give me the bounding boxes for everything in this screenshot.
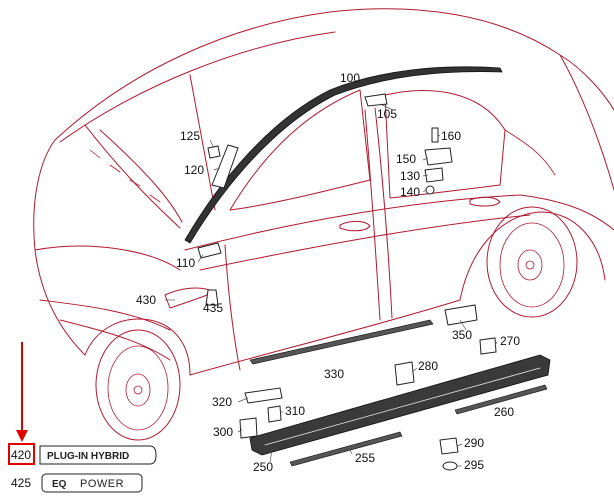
callout-140[interactable]: 140 — [400, 185, 420, 199]
callout-330[interactable]: 330 — [324, 367, 344, 381]
callout-270[interactable]: 270 — [500, 334, 520, 348]
badge-eq-text: EQ — [52, 479, 67, 490]
part-105-clip[interactable] — [364, 93, 388, 107]
part-350-bracket[interactable] — [444, 304, 478, 326]
part-295-washer[interactable] — [442, 461, 458, 471]
callout-130[interactable]: 130 — [400, 169, 420, 183]
callout-105[interactable]: 105 — [377, 107, 397, 121]
part-130-clip[interactable] — [424, 167, 444, 183]
callout-280[interactable]: 280 — [418, 359, 438, 373]
callout-125[interactable]: 125 — [180, 129, 200, 143]
part-290-nut[interactable] — [439, 437, 459, 455]
callout-320[interactable]: 320 — [212, 395, 232, 409]
callout-labels: 100 105 110 120 125 130 140 150 160 250 … — [11, 71, 520, 490]
callout-430[interactable]: 430 — [136, 293, 156, 307]
part-320-bracket[interactable] — [244, 387, 283, 404]
part-260-strip[interactable] — [454, 384, 548, 415]
part-160-bolt[interactable] — [431, 127, 439, 143]
badge-power-text: POWER — [80, 478, 124, 490]
part-110-clip[interactable] — [197, 242, 222, 259]
highlight-arrow — [16, 342, 28, 442]
callout-435[interactable]: 435 — [203, 301, 223, 315]
callout-350[interactable]: 350 — [452, 328, 472, 342]
part-125-screw[interactable] — [207, 145, 221, 159]
part-330-side-strip[interactable] — [249, 319, 434, 365]
part-310-clip[interactable] — [267, 405, 282, 423]
part-100-roof-trim[interactable] — [184, 66, 503, 244]
callout-300[interactable]: 300 — [213, 425, 233, 439]
part-150-latch[interactable] — [424, 147, 453, 166]
badge-plugin-hybrid-text: PLUG-IN HYBRID — [47, 451, 129, 462]
part-120-bracket[interactable] — [211, 144, 239, 189]
parts — [184, 66, 551, 471]
callout-110[interactable]: 110 — [176, 256, 195, 270]
part-300-clip[interactable] — [239, 417, 258, 439]
callout-255[interactable]: 255 — [355, 451, 375, 465]
leader-lines — [165, 103, 498, 467]
part-255-strip[interactable] — [289, 431, 403, 467]
part-270-clip[interactable] — [479, 337, 497, 355]
callout-425[interactable]: 425 — [11, 476, 31, 490]
callout-250[interactable]: 250 — [253, 460, 273, 474]
car-outline — [33, 8, 614, 441]
part-140-washer[interactable] — [425, 185, 435, 195]
callout-160[interactable]: 160 — [441, 129, 461, 143]
callout-150[interactable]: 150 — [396, 152, 416, 166]
part-250-sill-panel[interactable] — [249, 354, 551, 456]
callout-295[interactable]: 295 — [464, 458, 484, 472]
badge-eq-power[interactable]: EQ POWER — [41, 473, 143, 493]
callout-310[interactable]: 310 — [285, 404, 305, 418]
callout-100[interactable]: 100 — [340, 71, 360, 85]
callout-260[interactable]: 260 — [494, 405, 514, 419]
part-280-bracket[interactable] — [394, 361, 415, 386]
part-435-clip[interactable] — [205, 289, 219, 306]
badge-plugin-hybrid[interactable]: PLUG-IN HYBRID — [39, 445, 157, 465]
callout-420[interactable]: 420 — [11, 448, 31, 462]
callout-290[interactable]: 290 — [464, 436, 484, 450]
callout-120[interactable]: 120 — [184, 163, 204, 177]
highlight-box — [8, 443, 35, 465]
